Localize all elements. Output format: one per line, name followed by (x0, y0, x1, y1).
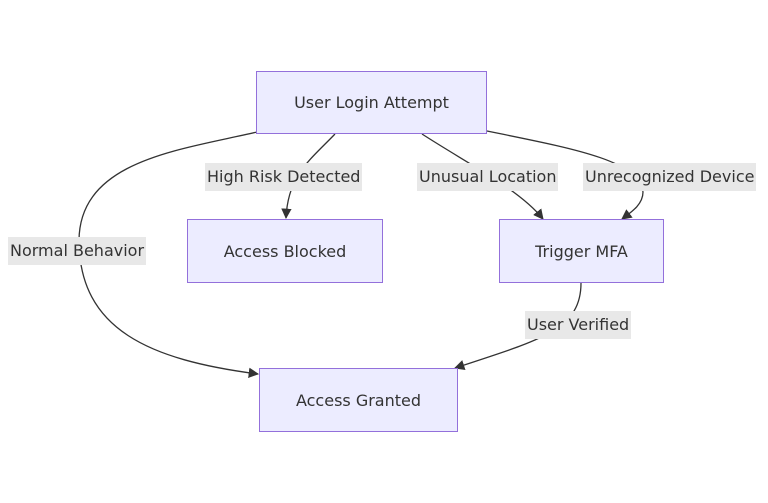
node-trigger-mfa: Trigger MFA (499, 219, 664, 283)
node-label: User Login Attempt (294, 93, 449, 112)
node-label: Access Granted (295, 390, 422, 410)
node-access-granted: Access Granted (259, 368, 458, 432)
node-label: Access Blocked (223, 241, 347, 261)
node-user-login-attempt: User Login Attempt (256, 71, 487, 134)
edge-label-unusual-location: Unusual Location (417, 163, 559, 191)
edge-label-unrecognized-device: Unrecognized Device (583, 163, 757, 191)
node-access-blocked: Access Blocked (187, 219, 383, 283)
edge-label-normal-behavior: Normal Behavior (8, 237, 147, 265)
node-label: Trigger MFA (535, 241, 628, 261)
edge-label-high-risk: High Risk Detected (205, 163, 363, 191)
edge-label-user-verified: User Verified (525, 311, 632, 339)
